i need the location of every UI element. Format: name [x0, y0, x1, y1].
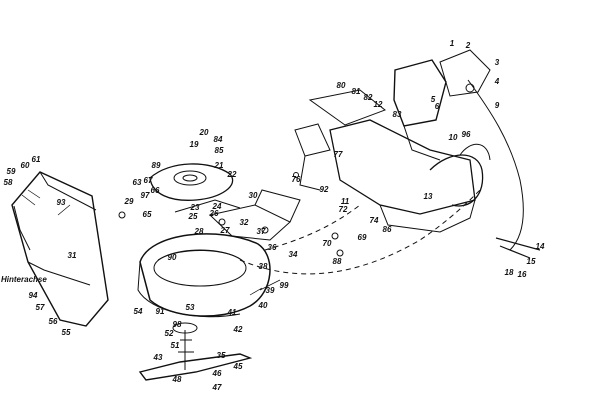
belt-guard — [149, 163, 234, 201]
part-number-59: 59 — [6, 167, 16, 176]
part-number-83: 83 — [392, 110, 402, 119]
part-number-89: 89 — [151, 161, 161, 170]
part-number-69: 69 — [357, 233, 367, 242]
part-number-31: 31 — [67, 251, 77, 260]
mower-deck — [139, 233, 271, 317]
part-number-88: 88 — [332, 257, 342, 266]
part-number-96: 96 — [461, 130, 471, 139]
part-number-74: 74 — [369, 216, 379, 225]
frame-linkage — [208, 204, 291, 241]
part-number-55: 55 — [61, 328, 71, 337]
side-panel — [11, 171, 109, 327]
part-number-20: 20 — [199, 128, 209, 137]
tractor-seat — [393, 59, 447, 127]
part-number-27: 27 — [220, 226, 230, 235]
part-number-72: 72 — [338, 205, 348, 214]
part-number-32: 32 — [239, 218, 249, 227]
part-number-80: 80 — [336, 81, 346, 90]
part-number-76: 76 — [291, 175, 301, 184]
part-number-3: 3 — [494, 58, 500, 67]
part-number-34: 34 — [288, 250, 298, 259]
part-number-26: 26 — [209, 209, 219, 218]
part-number-48: 48 — [172, 375, 182, 384]
spindle — [178, 330, 194, 370]
part-number-29: 29 — [124, 197, 134, 206]
part-number-53: 53 — [185, 303, 195, 312]
part-number-16: 16 — [517, 270, 527, 279]
part-number-37: 37 — [256, 227, 266, 236]
part-number-54: 54 — [133, 307, 143, 316]
belt-path — [239, 189, 481, 275]
part-number-38: 38 — [258, 262, 268, 271]
part-number-99: 99 — [279, 281, 289, 290]
part-number-14: 14 — [535, 242, 545, 251]
part-number-97: 97 — [140, 191, 150, 200]
part-number-30: 30 — [248, 191, 258, 200]
part-number-63: 63 — [132, 178, 142, 187]
part-number-66: 66 — [150, 186, 160, 195]
part-number-51: 51 — [170, 341, 180, 350]
blade — [138, 353, 253, 381]
part-number-40: 40 — [258, 301, 268, 310]
part-number-25: 25 — [188, 212, 198, 221]
part-number-91: 91 — [155, 307, 165, 316]
part-number-6: 6 — [434, 102, 440, 111]
part-number-24: 24 — [212, 202, 222, 211]
lever-assembly — [439, 49, 491, 97]
part-number-58: 58 — [3, 178, 13, 187]
part-number-18: 18 — [504, 268, 514, 277]
part-number-61: 61 — [31, 155, 41, 164]
part-number-57: 57 — [35, 303, 45, 312]
part-number-82: 82 — [363, 93, 373, 102]
part-number-45: 45 — [233, 362, 243, 371]
part-number-9: 9 — [494, 101, 500, 110]
part-number-65: 65 — [142, 210, 152, 219]
part-number-46: 46 — [212, 369, 222, 378]
part-number-94: 94 — [28, 291, 38, 300]
part-number-86: 86 — [382, 225, 392, 234]
part-number-52: 52 — [164, 329, 174, 338]
part-number-23: 23 — [190, 203, 200, 212]
part-number-4: 4 — [494, 77, 500, 86]
part-number-81: 81 — [351, 87, 361, 96]
part-number-43: 43 — [153, 353, 163, 362]
rear-wheel — [429, 154, 484, 207]
part-number-42: 42 — [233, 325, 243, 334]
control-cable — [467, 79, 524, 251]
part-number-19: 19 — [189, 140, 199, 149]
part-number-21: 21 — [214, 161, 224, 170]
part-number-13: 13 — [423, 192, 433, 201]
part-number-93: 93 — [56, 198, 66, 207]
part-number-67: 67 — [143, 176, 153, 185]
part-number-22: 22 — [227, 170, 237, 179]
part-number-85: 85 — [214, 146, 224, 155]
part-number-10: 10 — [448, 133, 458, 142]
part-number-60: 60 — [20, 161, 30, 170]
part-number-90: 90 — [167, 253, 177, 262]
part-number-15: 15 — [526, 257, 536, 266]
part-number-41: 41 — [227, 308, 237, 317]
part-number-92: 92 — [319, 185, 329, 194]
part-number-12: 12 — [373, 100, 383, 109]
part-number-56: 56 — [48, 317, 58, 326]
part-number-5: 5 — [430, 95, 436, 104]
part-number-1: 1 — [449, 39, 455, 48]
part-number-70: 70 — [322, 239, 332, 248]
part-number-47: 47 — [212, 383, 222, 392]
part-number-77: 77 — [333, 150, 343, 159]
part-number-98: 98 — [172, 320, 182, 329]
part-number-28: 28 — [194, 227, 204, 236]
part-number-2: 2 — [465, 41, 471, 50]
part-number-11: 11 — [340, 197, 350, 206]
part-number-35: 35 — [216, 351, 226, 360]
part-number-39: 39 — [265, 286, 275, 295]
part-number-84: 84 — [213, 135, 223, 144]
hinterachse-label: Hinterachse — [1, 275, 47, 284]
part-number-36: 36 — [267, 243, 277, 252]
